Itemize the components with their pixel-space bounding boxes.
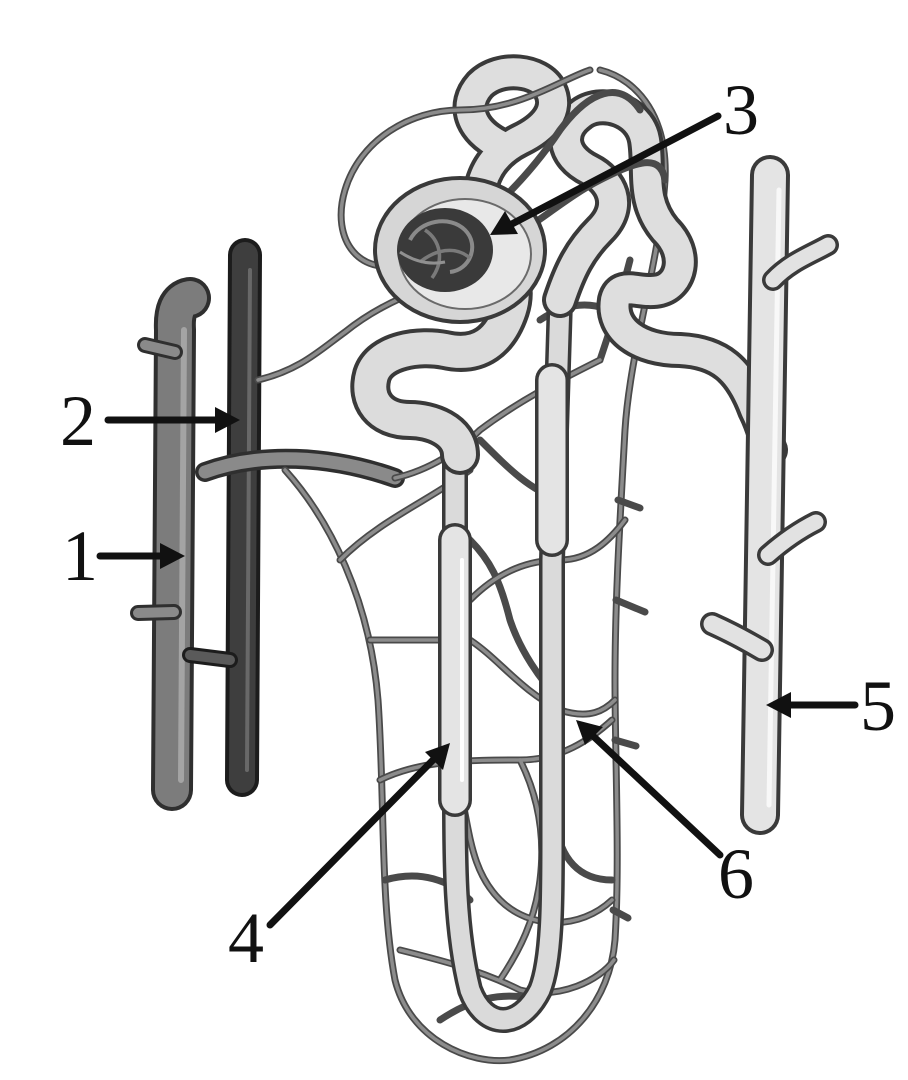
callout-5-arrow: [766, 692, 859, 718]
loop-of-henle: [438, 287, 573, 1033]
peritubular-vein-branch: [195, 448, 405, 488]
callout-1-arrow: [96, 543, 185, 569]
collecting-duct: [700, 155, 839, 835]
glomerulus: [397, 208, 493, 292]
callout-4-arrow: [266, 743, 450, 929]
callout-6-arrow: [576, 720, 724, 859]
callout-label-5: 5: [860, 666, 896, 746]
callout-label-2: 2: [60, 381, 96, 461]
callout-2-arrow: [104, 407, 240, 433]
callout-3-arrow: [490, 112, 722, 235]
callout-label-4: 4: [228, 898, 264, 978]
renal-vein: [130, 277, 211, 811]
callout-label-1: 1: [62, 516, 98, 596]
callout-label-3: 3: [723, 70, 759, 150]
callout-label-6: 6: [718, 834, 754, 914]
renal-artery: [182, 238, 262, 797]
